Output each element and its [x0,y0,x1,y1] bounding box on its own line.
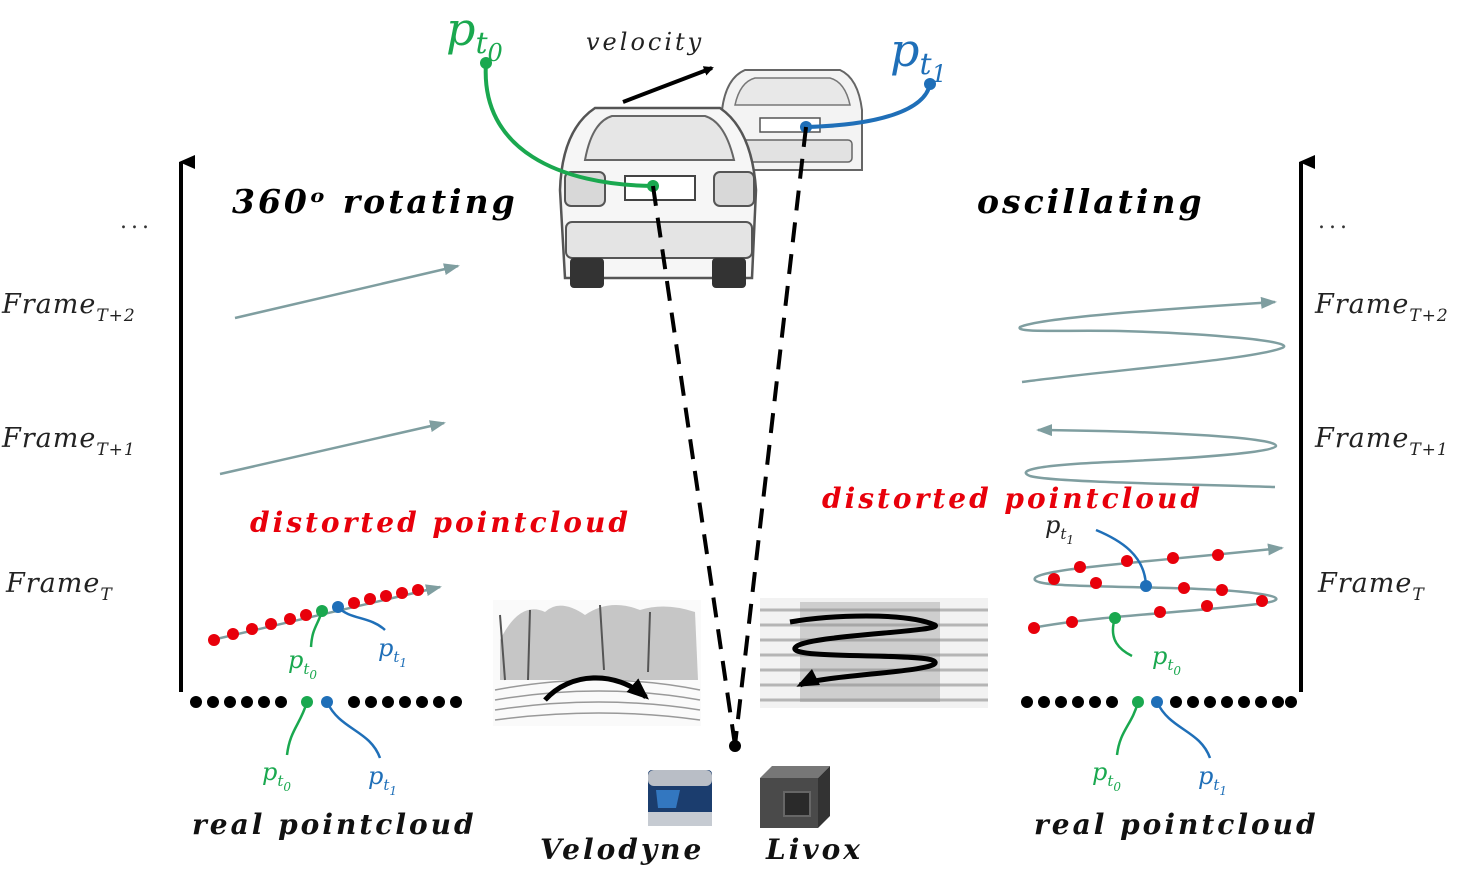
left-distorted-p-t0-leader [309,610,324,648]
right-scan-t1 [1024,424,1278,489]
livox-sensor-icon [760,766,830,828]
left-frame-t: FrameT [5,568,113,605]
left-real-p-t0-label: pt0 [262,758,291,794]
left-real-p-t0-leader [285,701,309,756]
left-frame-t1: FrameT+1 [1,423,136,460]
right-real-p-t0-leader [1115,701,1140,756]
right-ellipsis: ... [1318,209,1351,234]
p-t0-point-top [480,57,492,69]
right-real-p-t1-label: pt1 [1198,762,1227,798]
right-title: oscillating [977,182,1205,221]
velocity-label: velocity [586,28,704,56]
left-real-p-t1-label: pt1 [368,762,397,798]
right-real-points [1021,696,1297,708]
right-distorted-p-t1-label: pt1 [1045,511,1074,547]
ray-right [733,126,808,746]
p-t1-big-label: pt1 [890,23,947,88]
left-real-p-t1-leader [325,701,382,759]
right-distorted-p-t0-leader [1111,617,1133,658]
right-distorted-label: distorted pointcloud [822,482,1203,515]
velodyne-sensor-icon [648,770,712,826]
car-rear-right-icon [721,69,863,171]
right-real-label: real pointcloud [1034,808,1319,841]
left-scan-t1 [219,420,446,476]
left-distorted-p-t1-label: pt1 [378,634,407,670]
right-frame-t: FrameT [1317,568,1425,605]
left-distorted-p-t1-leader [337,606,386,631]
left-distorted-points [208,584,424,646]
livox-label: Livox [765,833,863,866]
right-frame-t2: FrameT+2 [1314,289,1449,326]
right-distorted-p-t0-label: pt0 [1152,642,1181,678]
velodyne-rotation-arrow [543,675,650,702]
left-title: 360ᵒ rotating [232,182,518,221]
left-ellipsis: ... [120,209,153,234]
velodyne-label: Velodyne [540,833,704,866]
velodyne-scan-image [493,600,701,726]
left-real-points [190,696,462,708]
livox-scan-image [760,598,988,708]
p-t1-car-leader [805,83,932,129]
left-scan-t2 [234,263,460,320]
right-real-p-t1-leader [1155,701,1212,759]
left-distorted-label: distorted pointcloud [250,506,631,539]
car-rear-left-icon [558,106,758,288]
right-scan-t2 [1018,296,1286,384]
right-frame-t1: FrameT+1 [1314,423,1449,460]
p-t1-point-top [924,78,936,90]
velocity-arrow [622,66,714,104]
p-t0-big-label: pt0 [446,2,503,67]
right-distorted-p-t1-leader [1095,528,1148,587]
left-real-label: real pointcloud [192,808,477,841]
left-distorted-p-t0-label: pt0 [288,646,317,682]
sensor-origin [729,740,741,752]
right-real-p-t0-label: pt0 [1092,758,1121,794]
right-distorted-points [1028,549,1268,634]
livox-zigzag-arrow [789,613,938,688]
left-frame-t2: FrameT+2 [1,289,136,326]
p-t0-car-leader [483,62,654,188]
